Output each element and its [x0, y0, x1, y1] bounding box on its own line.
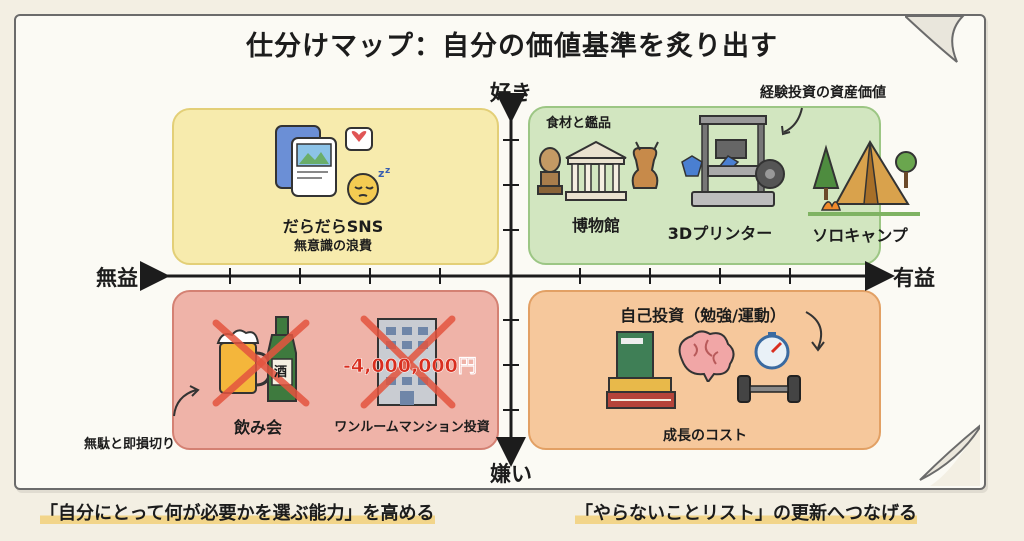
footer-right-text: 「やらないことリスト」の更新へつなげる [575, 503, 917, 524]
self-investment-heading: 自己投資（勉強/運動） [620, 306, 786, 325]
sns-phones-icon [275, 125, 373, 197]
beer-cross-icon [212, 319, 310, 407]
books-icon [606, 331, 676, 409]
annotation-arrow-icon [781, 107, 803, 136]
3d-printer-label: 3Dプリンター [667, 224, 773, 243]
drinking-party-label: 飲み会 [233, 418, 283, 437]
annotation-arrow-left-icon [173, 385, 200, 417]
beer-sake-icon [212, 316, 310, 407]
apartment-building-icon [360, 315, 456, 409]
footer-left-text: 「自分にとって何が必要かを選ぶ能力」を高める [40, 503, 435, 524]
3d-printer-icon [681, 115, 785, 207]
axis-label-left: 無益 [96, 266, 138, 290]
apartment-cross-icon [360, 315, 456, 409]
studio-investment-label: ワンルームマンション投資 [334, 420, 490, 435]
axis-ticks [229, 139, 791, 411]
sleepy-face-icon: z z [347, 166, 390, 205]
svg-text:z: z [385, 166, 390, 176]
axis-label-right: 有益 [893, 266, 935, 290]
paper-curl-bottom [919, 423, 980, 486]
sns-sublabel: 無意識の浪費 [293, 239, 373, 254]
sns-label: だらだらSNS [282, 217, 384, 236]
ingredients-label: 食材と鑑品 [546, 116, 612, 131]
axis-label-top: 好き [490, 81, 532, 105]
svg-text:z: z [378, 167, 384, 180]
brain-icon [678, 330, 735, 382]
sake-label: 酒 [274, 365, 288, 380]
solo-camp-label: ソロキャンプ [812, 226, 908, 245]
gauge-icon [754, 332, 790, 370]
page-title: 仕分けマップ：自分の価値基準を炙り出す [246, 31, 778, 62]
camping-tent-icon [808, 140, 920, 216]
museum-label: 博物館 [571, 216, 621, 235]
loss-price-label: -4,000,000円 [343, 355, 477, 378]
museum-icon [537, 140, 659, 201]
annotation-arrow-right-icon [805, 311, 825, 352]
paper-curl-top [905, 15, 965, 63]
dumbbell-icon [737, 375, 801, 403]
cut-loss-annotation: 無駄と即損切り [84, 437, 176, 452]
experience-annotation: 経験投資の資産価値 [760, 85, 886, 101]
axis-label-bottom: 嫌い [490, 462, 532, 486]
growth-cost-label: 成長のコスト [663, 428, 747, 444]
